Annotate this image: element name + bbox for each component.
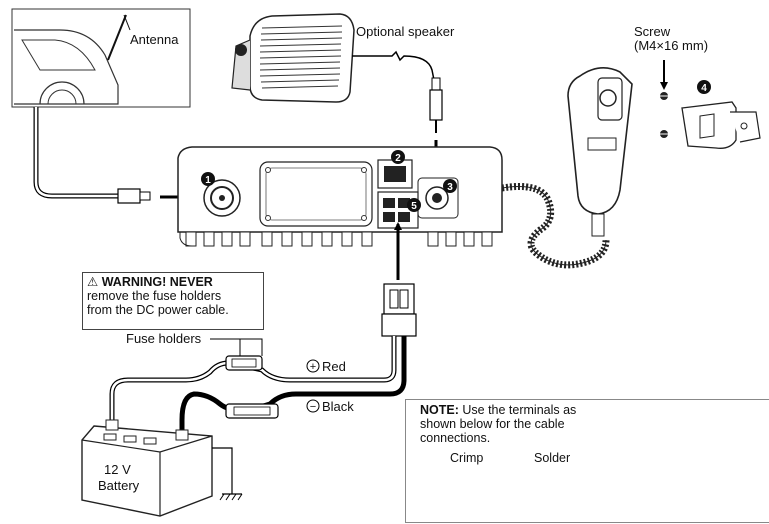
battery-voltage-label: 12 V [104,462,131,477]
svg-text:4: 4 [701,83,707,94]
screw-icon [660,92,668,138]
screw-size-label: (M4×16 mm) [634,38,708,53]
optional-speaker [231,13,355,103]
battery-label: Battery [98,478,140,493]
note-text-line1: Use the terminals as [458,403,577,417]
minus-icon: − [306,399,320,413]
transceiver-rear-panel [177,146,503,247]
warning-text-line2: from the DC power cable. [87,303,229,317]
warning-box: ⚠ WARNING! NEVER remove the fuse holders… [82,272,264,330]
black-label: Black [322,399,354,414]
callout-2: 2 [391,150,405,164]
antenna-cable [33,107,118,199]
svg-text:5: 5 [411,201,417,212]
mic-hanger-bracket [681,101,761,149]
svg-text:1: 1 [205,175,211,186]
fuse-holder-red [225,355,263,371]
note-text-line3: connections. [420,431,491,445]
red-label: Red [322,359,346,374]
solder-label: Solder [534,451,571,465]
battery [81,419,213,517]
speaker-plug [429,77,443,133]
warning-title: WARNING! NEVER [101,275,213,289]
callout-5: 5 [407,198,421,212]
antenna-label: Antenna [130,32,179,47]
note-box: NOTE: Use the terminals as shown below f… [405,399,769,523]
speaker-label: Optional speaker [356,24,455,39]
power-connector [381,283,417,337]
ground-icon [212,447,243,501]
callout-1: 1 [201,172,215,186]
svg-text:+: + [310,361,316,373]
fuse-holders-label: Fuse holders [126,331,202,346]
note-title: NOTE: [420,403,459,417]
fuse-holder-black [225,403,279,419]
warning-text-line1: remove the fuse holders [87,289,222,303]
svg-text:3: 3 [447,182,453,193]
svg-text:−: − [310,401,316,413]
plus-icon: + [306,359,320,373]
note-text-line2: shown below for the cable [420,417,565,431]
speaker-cable [352,50,437,91]
black-cable [179,336,407,432]
warning-icon: ⚠ [87,275,99,289]
car-antenna-illustration [11,8,191,108]
antenna-connector [117,188,151,204]
callout-3: 3 [443,179,457,193]
microphone [567,67,633,237]
callout-4: 4 [697,80,711,94]
crimp-label: Crimp [450,451,484,465]
screw-label: Screw [634,24,671,39]
svg-text:2: 2 [395,153,401,164]
